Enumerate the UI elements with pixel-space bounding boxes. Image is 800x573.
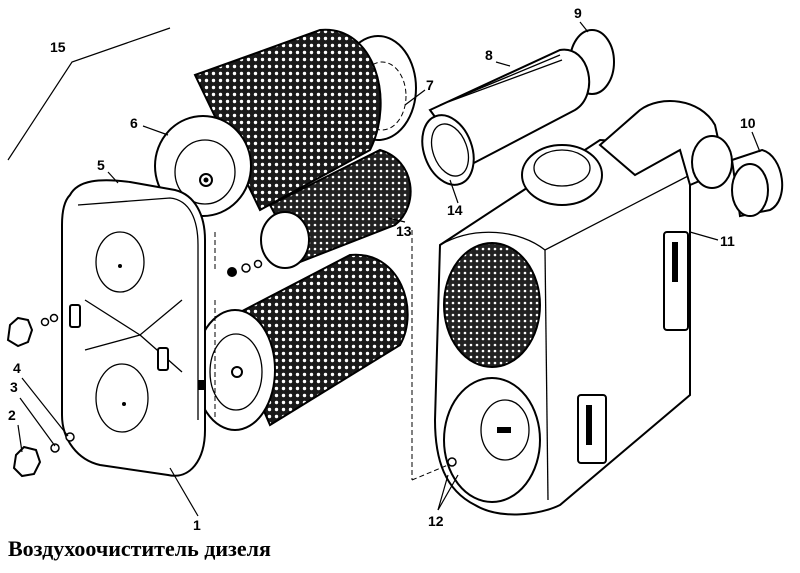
cap-10 <box>730 148 784 218</box>
leader-lines <box>17 21 761 517</box>
inlet-pipe-8 <box>428 48 591 167</box>
callout-1: 1 <box>193 517 201 533</box>
bracket-lines-15 <box>7 27 171 161</box>
upper-filter-6 <box>154 28 382 217</box>
callout-2: 2 <box>8 407 16 423</box>
front-cover-1-5 <box>61 179 206 477</box>
clamp-ring-14 <box>421 114 475 186</box>
middle-filter-13 <box>214 148 412 277</box>
callout-7: 7 <box>426 77 434 93</box>
callout-6: 6 <box>130 115 138 131</box>
bolt-12 <box>411 230 457 481</box>
wing-nut-2 <box>12 432 75 478</box>
callout-4: 4 <box>13 360 21 376</box>
callout-8: 8 <box>485 47 493 63</box>
callout-3: 3 <box>10 379 18 395</box>
callout-15: 15 <box>50 39 66 55</box>
callout-14: 14 <box>447 202 463 218</box>
callout-labels: 1 2 3 4 5 6 7 8 9 10 11 12 13 14 15 <box>8 5 756 533</box>
callout-11: 11 <box>720 233 735 249</box>
callout-12: 12 <box>428 513 444 529</box>
callout-13: 13 <box>396 223 412 239</box>
wing-nut-upper <box>6 313 59 348</box>
figure-caption: Воздухоочиститель дизеля <box>8 536 271 561</box>
callout-10: 10 <box>740 115 756 131</box>
callout-9: 9 <box>574 5 582 21</box>
lower-filter <box>194 253 409 431</box>
washer-nut-stack <box>227 259 263 277</box>
callout-5: 5 <box>97 157 105 173</box>
housing-11 <box>433 100 733 516</box>
